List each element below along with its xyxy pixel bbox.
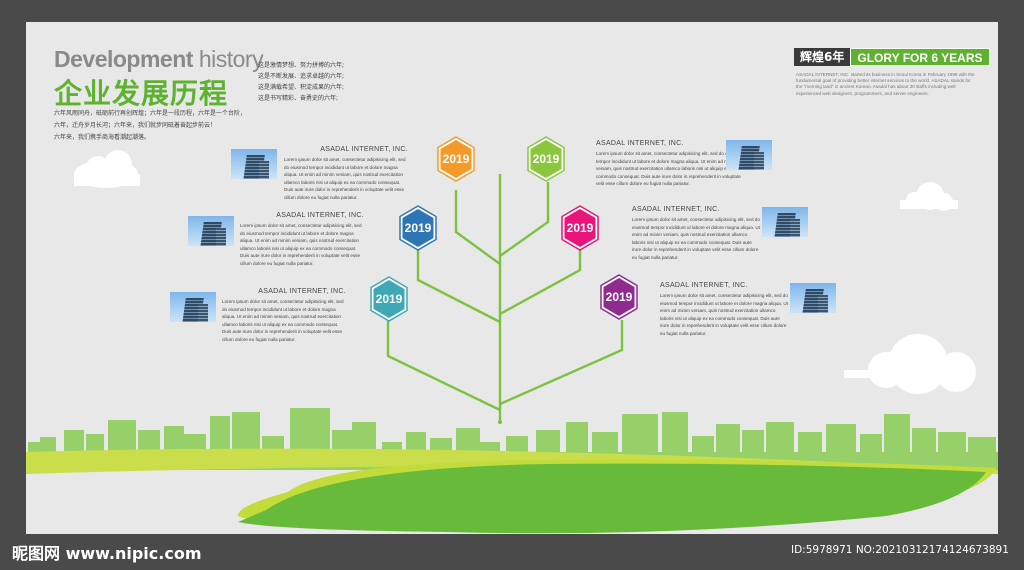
cloud-icon — [74, 150, 140, 188]
milestone-year: 2019 — [404, 221, 432, 235]
entry-company: ASADAL INTERNET, INC. — [660, 282, 748, 289]
poster-board: Development history 企业发展历程 这是激情梦想、努力拼搏的六… — [26, 22, 998, 534]
poem-line: 这是满载希望、积淀成果的六年; — [258, 84, 345, 91]
badge-chinese: 辉煌6年 — [794, 48, 851, 66]
entry-body: Lorem ipsum dolor sit amet, consectetur … — [632, 217, 760, 260]
timeline-entry: ASADAL INTERNET, INC. Lorem ipsum dolor … — [596, 140, 746, 188]
scene-illustration — [26, 150, 998, 534]
timeline-entry: ASADAL INTERNET, INC. Lorem ipsum dolor … — [632, 206, 762, 261]
image-id-watermark: ID:5978971 NO:20210312174124673891 — [791, 544, 1009, 556]
milestone-hexagon — [399, 205, 437, 251]
poem-line: 这是激情梦想、努力拼搏的六年; — [258, 62, 345, 69]
milestone-hexagon — [561, 205, 599, 251]
intro-paragraph: 六年风雨同舟，砥砺前行再创辉煌；六年是一段历程，六年是一个台阶， 六年，迁舟岁月… — [54, 110, 247, 141]
entry-body: Lorem ipsum dolor sit amet, consectetur … — [240, 223, 362, 266]
building-photo — [170, 292, 216, 322]
page-title-english: Development history — [54, 46, 264, 72]
milestone-hexagon — [370, 276, 408, 322]
cloud-icon — [844, 334, 976, 394]
timeline-entry: ASADAL INTERNET, INC. Lorem ipsum dolor … — [660, 282, 790, 337]
entry-company: ASADAL INTERNET, INC. — [276, 212, 364, 219]
timeline-entry: ASADAL INTERNET, INC. Lorem ipsum dolor … — [244, 146, 408, 201]
entry-company: ASADAL INTERNET, INC. — [596, 140, 684, 147]
entry-body: Lorem ipsum dolor sit amet, consectetur … — [222, 299, 344, 342]
building-photo — [790, 283, 836, 313]
entry-company: ASADAL INTERNET, INC. — [320, 146, 408, 153]
site-watermark: 昵图网 www.nipic.com — [12, 544, 202, 563]
poem-line: 这是书写精彩、奋勇史的六年; — [258, 95, 339, 102]
entry-body: Lorem ipsum dolor sit amet, consectetur … — [284, 157, 406, 200]
timeline-tree — [386, 174, 624, 422]
poem-block: 这是激情梦想、努力拼搏的六年; 这是不断发展、追求卓越的六年; 这是满载希望、积… — [258, 60, 344, 104]
timeline-entry: ASADAL INTERNET, INC. Lorem ipsum dolor … — [194, 212, 364, 267]
years-badge: 辉煌6年 GLORY FOR 6 YEARS — [794, 48, 990, 66]
entry-body: Lorem ipsum dolor sit amet, consectetur … — [596, 151, 743, 186]
badge-english: GLORY FOR 6 YEARS — [850, 48, 990, 66]
timeline-entry: ASADAL INTERNET, INC. Lorem ipsum dolor … — [176, 288, 346, 343]
building-photo — [231, 149, 277, 179]
building-photo — [762, 207, 808, 237]
milestone-year: 2019 — [442, 152, 470, 166]
milestone-hexagon — [600, 274, 638, 320]
cloud-icon — [900, 182, 958, 211]
milestone-hexagon — [527, 136, 565, 182]
entry-company: ASADAL INTERNET, INC. — [632, 206, 720, 213]
side-description: ASADAL INTERNET, INC. started its busine… — [796, 72, 975, 96]
milestone-year: 2019 — [566, 221, 594, 235]
building-photo — [726, 140, 772, 170]
entry-body: Lorem ipsum dolor sit amet, consectetur … — [660, 293, 788, 336]
milestone-year: 2019 — [375, 292, 403, 306]
poem-line: 这是不断发展、追求卓越的六年; — [258, 73, 345, 80]
building-photo — [188, 216, 234, 246]
milestone-year: 2019 — [532, 152, 560, 166]
page-title-chinese: 企业发展历程 — [54, 77, 229, 110]
milestone-hexagon — [437, 136, 475, 182]
milestone-year: 2019 — [605, 290, 633, 304]
entry-company: ASADAL INTERNET, INC. — [258, 288, 346, 295]
